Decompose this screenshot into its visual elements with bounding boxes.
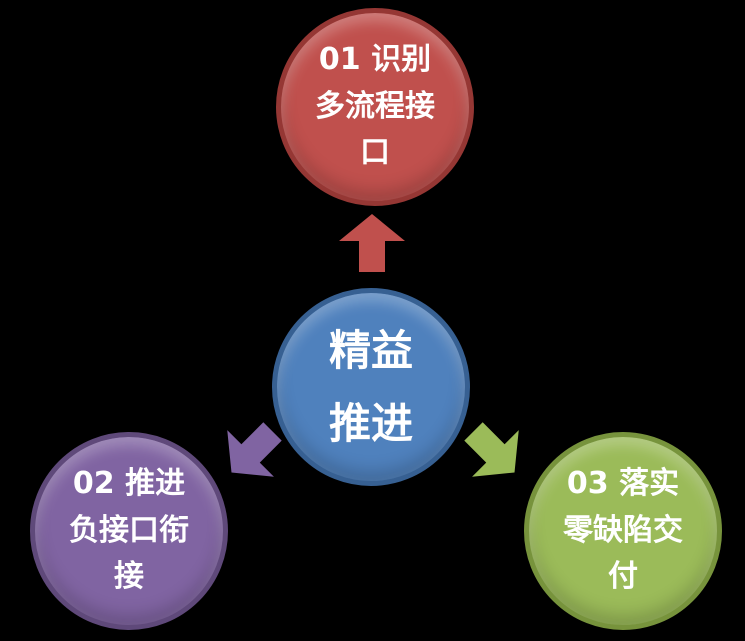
hub-label-line-2: 推进 [328, 399, 413, 448]
node-03-label-line-1: 03 落实 [566, 466, 680, 502]
node-circle-02: 02 推进 负接口衔 接 [30, 432, 228, 630]
node-01-label-line-2: 多流程接 [315, 88, 435, 124]
up-arrow-shape [339, 214, 405, 272]
down-right-arrow-icon [464, 422, 519, 477]
node-02-label-line-2: 负接口衔 [69, 512, 189, 548]
node-01-label-line-1: 01 识别 [318, 42, 432, 78]
down-right-arrow-shape [464, 422, 519, 477]
node-02-label-line-1: 02 推进 [72, 466, 186, 502]
hub-label-line-1: 精益 [328, 325, 413, 375]
node-circle-03: 03 落实 零缺陷交 付 [524, 432, 722, 630]
node-03-label-line-3: 付 [608, 559, 638, 595]
down-left-arrow-shape [227, 422, 282, 477]
hub-circle-lean: 精益 推进 [272, 288, 470, 486]
node-01-label-line-3: 口 [360, 135, 390, 171]
up-arrow-icon [339, 214, 405, 272]
node-03-label-line-2: 零缺陷交 [563, 512, 683, 548]
down-left-arrow-icon [227, 422, 282, 477]
node-circle-01: 01 识别 多流程接 口 [276, 8, 474, 206]
node-02-label-line-3: 接 [114, 559, 144, 595]
